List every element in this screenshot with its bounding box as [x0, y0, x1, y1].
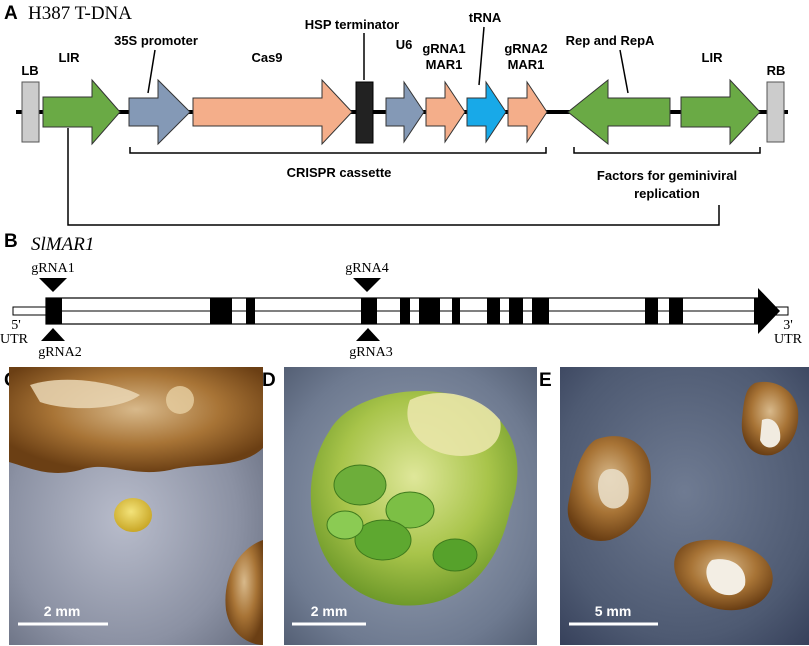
- lb-border-box: [21, 81, 40, 143]
- panel-b: B SlMAR1 gRNA1 gRNA4 gRNA2: [0, 231, 803, 360]
- exon-8: [487, 298, 500, 324]
- exon-last-arrow: [754, 288, 780, 334]
- grna2-label: gRNA2: [504, 41, 547, 56]
- leaf-2: [385, 491, 435, 529]
- utr5-label-line2: UTR: [0, 332, 29, 347]
- lir-left-arrow: [42, 78, 121, 146]
- exon-11: [645, 298, 658, 324]
- explant-3-highlight: [706, 559, 746, 596]
- rb-label: RB: [767, 63, 786, 78]
- exon-1: [46, 298, 62, 324]
- exon-3: [246, 298, 255, 324]
- lir-right-arrow: [680, 78, 761, 146]
- leaf-4: [326, 510, 364, 540]
- grna2-site-marker: [41, 328, 65, 341]
- utr5-label-line1: 5': [11, 318, 21, 333]
- exon-2: [210, 298, 232, 324]
- rep-repa-arrow: [567, 78, 671, 146]
- exon-6: [419, 298, 440, 324]
- promoter-35s-label: 35S promoter: [114, 33, 198, 48]
- gene-name: SlMAR1: [31, 234, 94, 255]
- exon-12: [669, 298, 683, 324]
- grna1-mar1-label: MAR1: [426, 57, 463, 72]
- hsp-terminator-label: HSP terminator: [305, 17, 399, 32]
- exon-7: [452, 298, 460, 324]
- promoter-35s-pointer: [147, 49, 156, 94]
- exons: [46, 298, 683, 324]
- exon-9: [509, 298, 523, 324]
- grna4-site-label: gRNA4: [345, 261, 389, 276]
- promoter-35s-arrow: [128, 78, 191, 146]
- leaf-1: [333, 464, 387, 506]
- scale-label-c: 2 mm: [44, 603, 81, 619]
- rb-border-box: [766, 81, 785, 143]
- scale-label-e: 5 mm: [595, 603, 632, 619]
- u6-label: U6: [396, 37, 413, 52]
- u6-arrow: [385, 80, 425, 144]
- geminiviral-label-line2: replication: [634, 186, 700, 201]
- cas9-arrow: [192, 78, 353, 146]
- grna1-mar1-arrow: [425, 80, 466, 144]
- panel-letter-e: E: [539, 370, 552, 391]
- panel-letter-d: D: [262, 370, 276, 391]
- lir-right-label: LIR: [702, 50, 724, 65]
- callus-pale-region: [407, 392, 501, 456]
- panel-e: E 5 mm: [539, 367, 809, 645]
- grna2-mar1-arrow: [507, 80, 548, 144]
- grna3-site-label: gRNA3: [349, 345, 393, 360]
- lir-left-label: LIR: [59, 50, 81, 65]
- exon-4: [361, 298, 377, 324]
- panel-letter-a: A: [4, 3, 18, 24]
- callus-highlight-2: [166, 386, 194, 414]
- utr3-label-line2: UTR: [774, 332, 803, 347]
- explant-2-highlight: [760, 418, 781, 448]
- grna4-site-marker: [353, 278, 381, 292]
- geminiviral-label-line1: Factors for geminiviral: [597, 168, 737, 183]
- panel-c: C 2 mm: [4, 367, 263, 645]
- lir-connector-line: [67, 128, 720, 226]
- lb-label: LB: [21, 63, 38, 78]
- hsp-terminator-block: [355, 81, 374, 144]
- utr3-label-line1: 3': [783, 318, 793, 333]
- construct-title: H387 T-DNA: [28, 3, 132, 24]
- cas9-label: Cas9: [251, 50, 282, 65]
- leaf-5: [432, 538, 478, 572]
- grna2-mar1-label: MAR1: [508, 57, 545, 72]
- trna-pointer: [478, 26, 485, 86]
- trna-arrow: [466, 80, 507, 144]
- leaf-3: [354, 519, 412, 561]
- explant-2: [741, 381, 799, 456]
- grna3-site-marker: [356, 328, 380, 341]
- crispr-cassette-bracket: [129, 147, 547, 154]
- callus-highlight: [30, 379, 140, 409]
- grna1-site-marker: [39, 278, 67, 292]
- rep-repa-label: Rep and RepA: [566, 33, 655, 48]
- panel-d: D 2 mm: [262, 367, 537, 645]
- grna2-site-label: gRNA2: [38, 345, 82, 360]
- panel-letter-b: B: [4, 231, 18, 252]
- utr5-box: [12, 306, 47, 316]
- panel-a: A H387 T-DNA LB RB LIR 35S promoter Cas9…: [4, 3, 788, 226]
- rep-repa-pointer: [619, 49, 629, 94]
- exon-5: [400, 298, 410, 324]
- crispr-cassette-label: CRISPR cassette: [287, 165, 392, 180]
- scale-label-d: 2 mm: [311, 603, 348, 619]
- shoot-primordium: [114, 498, 152, 532]
- grna1-label: gRNA1: [422, 41, 465, 56]
- geminiviral-bracket: [573, 147, 761, 154]
- exon-10: [532, 298, 549, 324]
- explant-1-highlight: [598, 468, 629, 509]
- trna-label: tRNA: [469, 10, 502, 25]
- grna1-site-label: gRNA1: [31, 261, 75, 276]
- callus-bottom: [225, 540, 263, 645]
